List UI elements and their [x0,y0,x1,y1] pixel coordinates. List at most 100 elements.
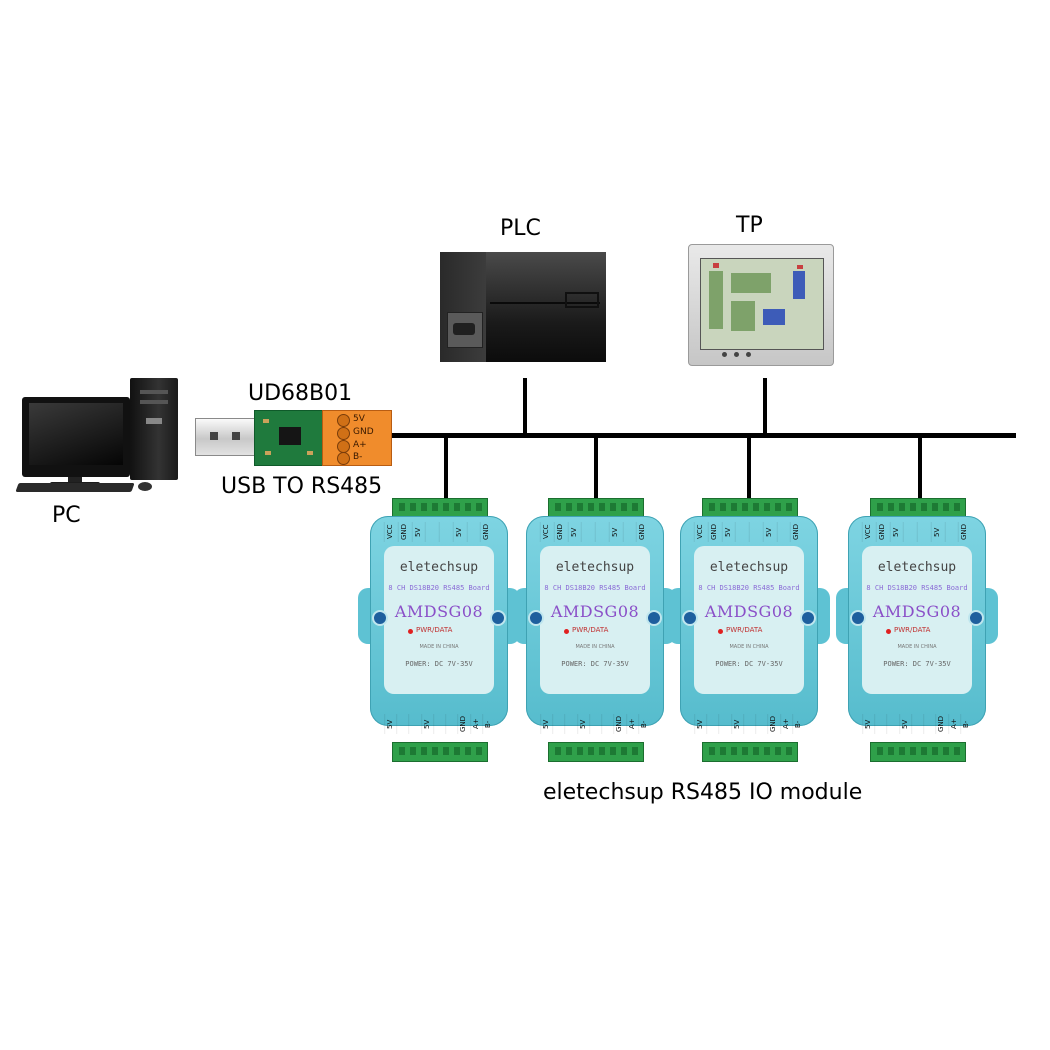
module-top-terminal-label: 5V [608,522,623,542]
module-bottom-terminal-block [702,742,798,762]
module-brand: eletechsup [877,560,957,575]
module-top-terminal-label: 5V [889,522,904,542]
module-power-rating: POWER: DC 7V-35V [561,660,629,668]
module-label-panel [540,546,650,694]
module-status-led [564,629,569,634]
module-led-label: PWR/DATA [416,626,453,634]
module-bottom-terminal-label: 5V [384,714,397,734]
module-bottom-terminal-label: B- [637,714,650,734]
module-model: AMDSG08 [550,602,640,621]
converter-pcb [254,410,330,466]
module-made-in: MADE IN CHINA [729,644,769,650]
module-mount-hole [850,610,866,626]
plc-slot [565,292,599,308]
pc-label: PC [52,503,81,528]
module-top-terminal-label [466,522,481,542]
touch-panel-screen [700,258,824,350]
module-mount-hole [490,610,506,626]
modules-caption: eletechsup RS485 IO module [543,780,863,805]
module-bottom-terminal-label: GND [935,714,948,734]
module-bottom-terminal-label: GND [457,714,470,734]
converter-terminal-label: A+ [353,440,367,450]
converter-terminal-label: B- [353,452,363,462]
module-status-led [718,629,723,634]
module-status-led [408,629,413,634]
module-top-terminal-label: VCC [540,522,554,542]
plc-serial-port [447,312,483,348]
module-top-terminal-label: GND [790,522,804,542]
module-top-terminal-block [548,498,644,518]
module-made-in: MADE IN CHINA [897,644,937,650]
pc-tower [130,378,178,480]
module-top-terminal-label: 5V [411,522,426,542]
module-brand: eletechsup [709,560,789,575]
plc-cover [490,264,600,304]
module-top-terminal-label [581,522,595,542]
module-top-terminal-label: GND [397,522,412,542]
module-top-terminal-label: GND [707,522,722,542]
module-bottom-terminal-block [392,742,488,762]
module-bottom-terminal-label: B- [481,714,494,734]
module-bottom-terminal-label: GND [613,714,626,734]
module-subtitle: 8 CH DS18B20 RS485 Board [866,584,968,592]
module-led-label: PWR/DATA [726,626,763,634]
module-mount-hole [646,610,662,626]
monitor-stand [68,477,82,483]
module-top-terminal-label: GND [636,522,650,542]
tp-indicator [746,352,751,357]
tp-label: TP [736,213,763,238]
module-brand: eletechsup [399,560,479,575]
module-bottom-terminal-label [755,714,768,734]
module-mount-hole [528,610,544,626]
module-top-terminal-block [392,498,488,518]
module-top-terminal-label [903,522,917,542]
module-power-rating: POWER: DC 7V-35V [883,660,951,668]
module-bottom-terminal-label: 5V [540,714,553,734]
converter-terminal-label: GND [353,427,374,437]
converter-model-label: UD68B01 [248,381,353,406]
module-top-terminal-label [735,522,749,542]
module-bottom-terminal-label: A+ [625,714,638,734]
module-mount-hole [682,610,698,626]
module-bottom-terminal-label [718,714,731,734]
module-top-terminal-label: GND [958,522,972,542]
module-bottom-terminal-label: B- [791,714,804,734]
module-top-terminal-label [595,522,609,542]
module-power-rating: POWER: DC 7V-35V [715,660,783,668]
module-power-rating: POWER: DC 7V-35V [405,660,473,668]
module-label-panel [694,546,804,694]
module-top-terminal-label: 5V [721,522,736,542]
module-top-terminal-label: 5V [930,522,945,542]
plc-label: PLC [500,216,541,241]
converter-description-label: USB TO RS485 [221,474,383,499]
module-bottom-terminal-label [552,714,565,734]
module-bottom-terminal-label [742,714,756,734]
bus-drop-module-3 [747,436,751,498]
module-top-terminal-label: 5V [762,522,777,542]
module-subtitle: 8 CH DS18B20 RS485 Board [388,584,490,592]
module-status-led [886,629,891,634]
pc-mouse [138,482,152,491]
module-bottom-terminal-label [706,714,719,734]
module-subtitle: 8 CH DS18B20 RS485 Board [544,584,646,592]
module-bottom-terminal-label: A+ [469,714,482,734]
module-mount-hole [372,610,388,626]
module-top-terminal-label [776,522,791,542]
module-top-terminal-label: GND [480,522,494,542]
module-model: AMDSG08 [872,602,962,621]
bus-drop-tp [763,378,767,436]
module-subtitle: 8 CH DS18B20 RS485 Board [698,584,800,592]
module-bottom-terminal-block [870,742,966,762]
module-bottom-terminal-label [588,714,602,734]
module-bottom-terminal-label: 5V [898,714,911,734]
module-top-terminal-label: VCC [862,522,876,542]
